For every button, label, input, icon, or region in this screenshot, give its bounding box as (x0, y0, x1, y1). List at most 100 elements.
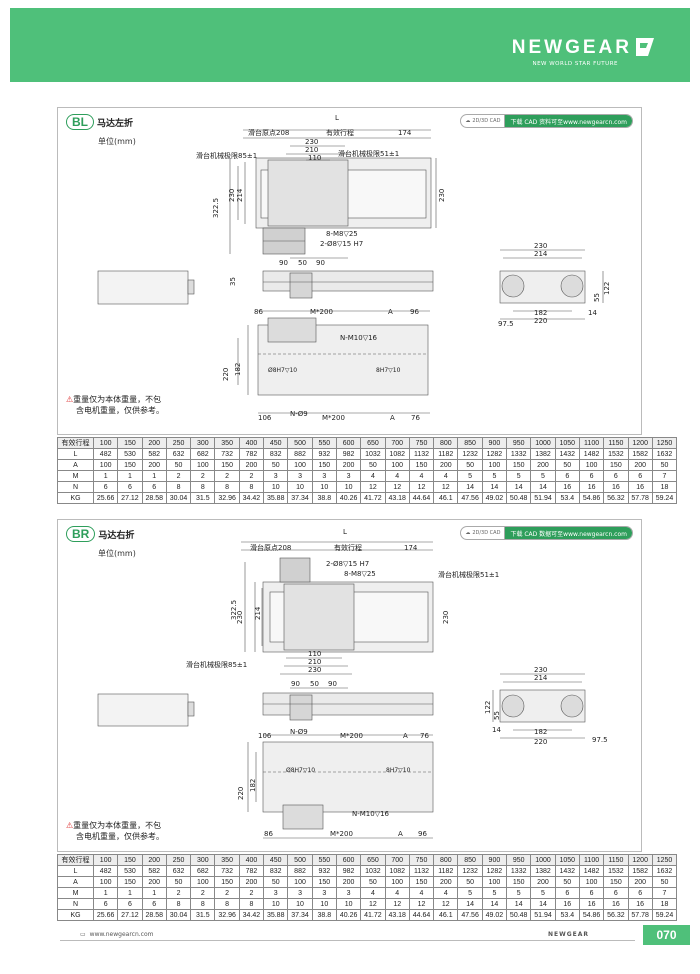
svg-text:322.5: 322.5 (230, 600, 238, 620)
drawing-bl: L 滑台原点208 有效行程 174 230 210 110 滑台机械极限85±… (97, 114, 611, 422)
cad-format: 2D/3D CAD (472, 530, 501, 536)
end-view-box (97, 270, 189, 305)
svg-text:210: 210 (305, 146, 318, 154)
svg-text:A: A (388, 308, 393, 316)
svg-text:220: 220 (222, 368, 230, 381)
svg-text:86: 86 (264, 830, 273, 838)
svg-text:35: 35 (229, 277, 237, 286)
top-view-carriage (283, 583, 355, 651)
svg-text:滑台机械极限85±1: 滑台机械极限85±1 (196, 151, 257, 160)
svg-text:14: 14 (588, 309, 597, 317)
svg-text:230: 230 (228, 189, 236, 202)
svg-text:2-Ø8▽15 H7: 2-Ø8▽15 H7 (326, 560, 369, 568)
svg-text:76: 76 (411, 414, 420, 422)
footer-brand: NEWGEAR (548, 931, 590, 938)
svg-text:230: 230 (308, 666, 321, 674)
tag-title: 马达左折 (97, 118, 134, 129)
footer-divider (60, 940, 635, 941)
section-br: BR 马达右折 单位(mm) ☁2D/3D CAD 下载 CAD 数据可至www… (57, 519, 642, 852)
warning-icon: ⚠ (66, 395, 74, 404)
svg-text:50: 50 (298, 259, 307, 267)
svg-text:214: 214 (236, 188, 244, 202)
svg-text:76: 76 (420, 732, 429, 740)
svg-text:55: 55 (593, 293, 601, 302)
svg-text:182: 182 (234, 363, 242, 376)
svg-text:N-M10▽16: N-M10▽16 (352, 810, 390, 818)
svg-text:122: 122 (603, 282, 611, 295)
svg-text:2-Ø8▽15 H7: 2-Ø8▽15 H7 (320, 240, 363, 248)
weight-note: ⚠重量仅为本体重量，不包 含电机重量，仅供参考。 (66, 395, 164, 415)
cad-download-text: 下载 CAD 数据可至www.newgearcn.com (505, 527, 632, 539)
svg-text:90: 90 (328, 680, 337, 688)
unit-label: 单位(mm) (98, 137, 136, 146)
cad-download-link[interactable]: ☁2D/3D CAD 下载 CAD 数据可至www.newgearcn.com (460, 526, 633, 540)
section-tag: BL 马达左折 (66, 114, 133, 130)
svg-text:182: 182 (534, 309, 547, 317)
svg-text:122: 122 (484, 701, 492, 714)
svg-text:N-Ø9: N-Ø9 (290, 728, 308, 736)
svg-text:A: A (398, 830, 403, 838)
brand-name: NEWGEAR (511, 37, 632, 58)
svg-text:214: 214 (534, 674, 548, 682)
svg-text:M*200: M*200 (322, 414, 345, 422)
bottom-view-body (262, 741, 434, 813)
svg-text:L: L (343, 528, 347, 536)
weight-note: ⚠重量仅为本体重量，不包 含电机重量，仅供参考。 (66, 821, 164, 841)
svg-text:Ø8H7▽10: Ø8H7▽10 (286, 767, 315, 774)
svg-text:有效行程: 有效行程 (334, 543, 362, 552)
cloud-icon: ☁ (465, 118, 471, 124)
tag-code: BL (66, 114, 94, 130)
svg-text:8H7▽10: 8H7▽10 (376, 367, 401, 374)
page-number: 070 (643, 925, 690, 945)
svg-text:230: 230 (534, 666, 547, 674)
cloud-icon: ☁ (465, 530, 471, 536)
svg-text:N-M10▽16: N-M10▽16 (340, 334, 378, 342)
svg-text:8-M8▽25: 8-M8▽25 (326, 230, 358, 238)
svg-text:110: 110 (308, 650, 321, 658)
svg-text:14: 14 (492, 726, 501, 734)
svg-text:220: 220 (534, 317, 547, 325)
svg-text:86: 86 (254, 308, 263, 316)
svg-text:90: 90 (316, 259, 325, 267)
svg-text:55: 55 (493, 711, 501, 720)
svg-text:滑台原点208: 滑台原点208 (248, 128, 289, 137)
top-view-motor (279, 557, 311, 583)
tag-code: BR (66, 526, 96, 542)
svg-text:97.5: 97.5 (498, 320, 514, 328)
svg-text:滑台机械极限85±1: 滑台机械极限85±1 (186, 660, 247, 669)
svg-text:N-Ø9: N-Ø9 (290, 410, 308, 418)
footer-website[interactable]: ▭ www.newgearcn.com (80, 931, 154, 938)
svg-text:M*200: M*200 (340, 732, 363, 740)
side-view-body (262, 270, 434, 292)
svg-text:90: 90 (291, 680, 300, 688)
svg-text:230: 230 (442, 611, 450, 624)
section-bl: BL 马达左折 单位(mm) ☁2D/3D CAD 下载 CAD 资料可至www… (57, 107, 642, 435)
svg-text:230: 230 (534, 242, 547, 250)
svg-text:Ø8H7▽10: Ø8H7▽10 (268, 367, 297, 374)
svg-text:214: 214 (534, 250, 548, 258)
svg-text:50: 50 (310, 680, 319, 688)
svg-text:230: 230 (236, 611, 244, 624)
svg-text:322.5: 322.5 (212, 198, 220, 218)
cad-download-text: 下载 CAD 资料可至www.newgearcn.com (505, 115, 632, 127)
svg-text:110: 110 (308, 154, 321, 162)
svg-text:230: 230 (438, 189, 446, 202)
svg-text:182: 182 (249, 779, 257, 792)
svg-text:8-M8▽25: 8-M8▽25 (344, 570, 376, 578)
end-view-box (97, 693, 189, 727)
cad-download-link[interactable]: ☁2D/3D CAD 下载 CAD 资料可至www.newgearcn.com (460, 114, 633, 128)
svg-text:174: 174 (398, 129, 412, 137)
cad-format: 2D/3D CAD (472, 118, 501, 124)
svg-text:96: 96 (418, 830, 427, 838)
